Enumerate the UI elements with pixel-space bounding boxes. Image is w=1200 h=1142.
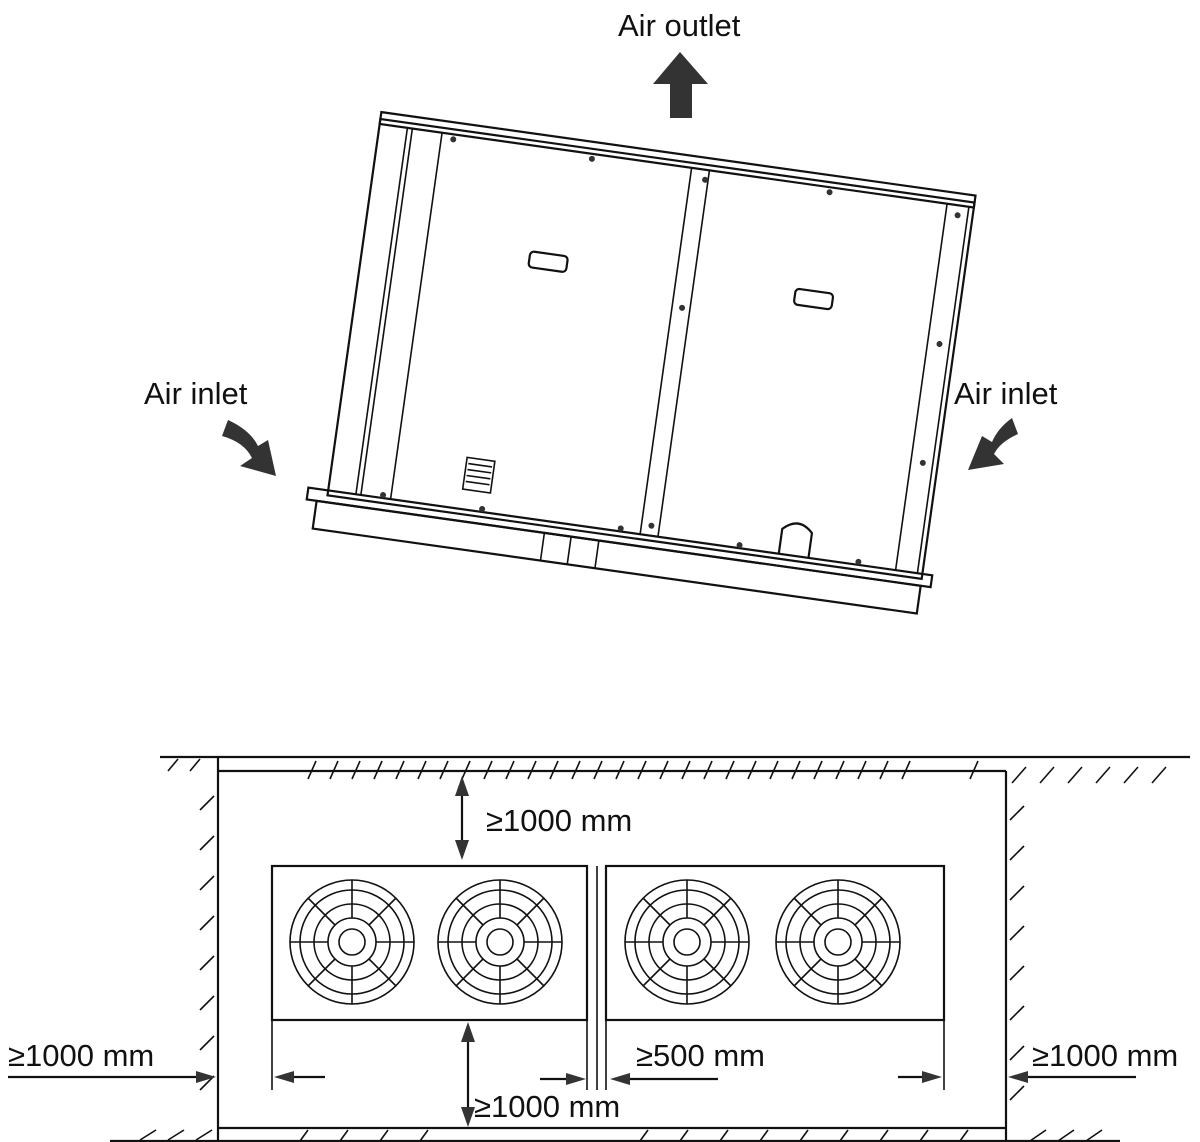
fan-icon — [289, 879, 415, 1005]
fan-icon — [437, 879, 563, 1005]
unit-top-rail — [378, 110, 977, 209]
top-clearance-label: ≥1000 mm — [486, 803, 632, 838]
left-clearance-dimension — [8, 1071, 325, 1083]
top-clearance-dimension — [455, 776, 469, 860]
panel-handle-right — [793, 287, 835, 311]
unit-right-plan — [596, 864, 946, 1090]
between-units-dimension — [540, 1071, 942, 1085]
center-post — [639, 166, 711, 538]
left-wall — [199, 757, 220, 1142]
outdoor-unit-side-view — [305, 110, 977, 615]
unit-bolts — [380, 136, 961, 565]
air-inlet-left-arrow-icon — [222, 420, 276, 476]
fan-icon — [624, 879, 750, 1005]
air-inlet-right-arrow-icon — [968, 418, 1018, 470]
plan-view: ≥1000 mm ≥1000 mm ≥1000 mm ≥500 mm — [8, 755, 1190, 1142]
left-coil — [327, 123, 409, 496]
unit-base-frame — [311, 499, 922, 615]
bottom-clearance-label: ≥1000 mm — [474, 1089, 620, 1124]
air-inlet-left-label: Air inlet — [144, 376, 248, 411]
top-wall — [160, 755, 1190, 784]
unit-left-plan — [270, 864, 589, 1090]
left-frame-post — [359, 127, 443, 501]
unit-casing — [326, 117, 976, 581]
bottom-clearance-dimension — [461, 1022, 475, 1127]
right-clearance-dimension — [1008, 1071, 1136, 1083]
air-outlet-label: Air outlet — [618, 8, 741, 43]
left-clearance-label: ≥1000 mm — [8, 1038, 154, 1073]
panel-handle-left — [527, 250, 569, 273]
right-wall — [1004, 771, 1025, 1142]
bottom-wall — [110, 1126, 1120, 1142]
vent-grille — [461, 456, 496, 494]
right-clearance-label: ≥1000 mm — [1032, 1038, 1178, 1073]
pipe-connector — [777, 522, 814, 559]
fan-icon — [775, 879, 901, 1005]
air-outlet-arrow-icon — [653, 52, 708, 118]
air-inlet-right-label: Air inlet — [954, 376, 1058, 411]
between-units-clearance-label: ≥500 mm — [636, 1038, 765, 1073]
